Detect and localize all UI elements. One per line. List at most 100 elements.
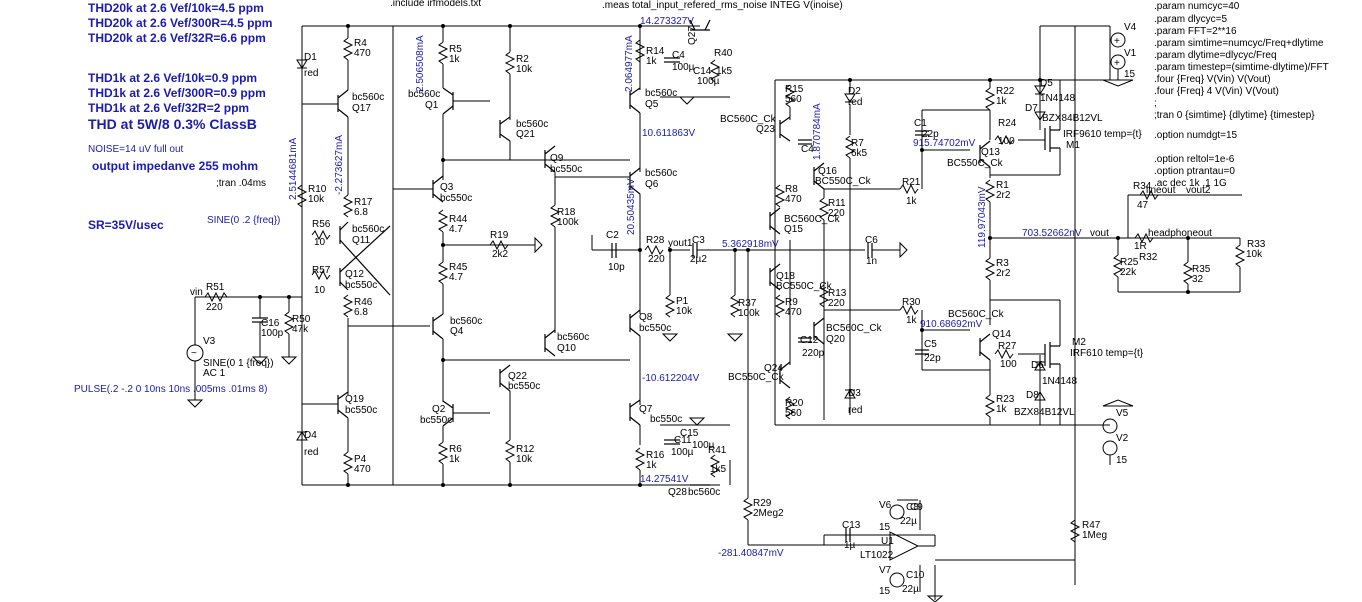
- svg-text:1n: 1n: [866, 256, 877, 267]
- svg-text:R16: R16: [646, 450, 665, 461]
- svg-text:R28: R28: [646, 235, 665, 246]
- svg-text:R4: R4: [354, 38, 367, 49]
- svg-text:R51: R51: [206, 282, 225, 293]
- svg-text:V6: V6: [879, 500, 892, 511]
- svg-text:1k: 1k: [906, 315, 918, 326]
- svg-text:C4: C4: [672, 50, 685, 61]
- svg-text:15: 15: [1116, 455, 1128, 466]
- directive-line: ;tran 0 {simtime} {dlytime} {timestep}: [1154, 110, 1315, 121]
- transistor-q18: [769, 263, 781, 291]
- svg-text:R18: R18: [557, 207, 576, 218]
- svg-text:100µ: 100µ: [692, 440, 715, 451]
- svg-text:bc560c: bc560c: [352, 92, 384, 103]
- svg-text:bc550c: bc550c: [345, 405, 377, 416]
- svg-text:10: 10: [314, 237, 326, 248]
- transistor-q27: [689, 19, 711, 31]
- svg-text:2r2: 2r2: [996, 190, 1011, 201]
- resistor-r16: [634, 447, 646, 471]
- meas-voltage-neg: -10.612204V: [642, 373, 700, 384]
- svg-text:R15: R15: [785, 84, 804, 95]
- svg-text:R37: R37: [738, 298, 757, 309]
- svg-text:Q17: Q17: [352, 103, 371, 114]
- svg-text:2k2: 2k2: [492, 249, 509, 260]
- directive-line: ;: [1154, 98, 1157, 109]
- svg-text:Q9: Q9: [550, 153, 564, 164]
- svg-text:R11: R11: [828, 198, 846, 209]
- resistor-r45: [437, 261, 449, 285]
- svg-text:32: 32: [1192, 274, 1204, 285]
- svg-text:10k: 10k: [516, 64, 533, 75]
- svg-text:C2: C2: [606, 230, 619, 241]
- directive-line: .param dlytime=dlycyc/Freq: [1154, 50, 1277, 61]
- svg-text:bc560c: bc560c: [352, 224, 384, 235]
- svg-text:R5: R5: [449, 44, 462, 55]
- svg-text:1k: 1k: [449, 54, 461, 65]
- svg-text:red: red: [848, 405, 862, 416]
- transistor-q15: [769, 207, 781, 235]
- resistor-r13: [818, 284, 830, 308]
- meas-current-3: 2.506508mA: [415, 35, 426, 92]
- svg-text:R47: R47: [1082, 520, 1101, 531]
- svg-text:47: 47: [1137, 200, 1149, 211]
- svg-text:Q16: Q16: [818, 166, 837, 177]
- resistor-r51: [204, 291, 228, 303]
- svg-text:1k: 1k: [646, 56, 658, 67]
- svg-text:D1: D1: [304, 52, 317, 63]
- tran-comment: ;tran .04ms: [216, 178, 266, 189]
- svg-text:R23: R23: [996, 394, 1015, 405]
- transistor-q7: [629, 399, 641, 426]
- svg-text:100k: 100k: [557, 217, 580, 228]
- svg-text:P4: P4: [354, 454, 367, 465]
- svg-text:2r2: 2r2: [996, 268, 1011, 279]
- svg-text:1k: 1k: [906, 196, 918, 207]
- resistor-p4: [342, 451, 354, 475]
- svg-text:R19: R19: [490, 230, 509, 241]
- svg-text:LT1022: LT1022: [860, 550, 894, 561]
- svg-text:47k: 47k: [292, 324, 309, 335]
- svg-text:Q5: Q5: [645, 99, 659, 110]
- svg-text:R34: R34: [1133, 181, 1152, 192]
- svg-text:BC560C_Ck: BC560C_Ck: [948, 309, 1005, 320]
- svg-text:R40: R40: [714, 48, 733, 59]
- svg-text:470: 470: [785, 194, 802, 205]
- resistor-r1: [984, 179, 996, 203]
- svg-text:bc560c: bc560c: [645, 88, 677, 99]
- driver-stage: R15 560 BC560C_Ck Q23 1.870784mA C4 D2 r…: [720, 80, 900, 420]
- svg-text:4.7: 4.7: [449, 272, 463, 283]
- svg-text:Q7: Q7: [639, 404, 653, 415]
- svg-text:4.7: 4.7: [449, 224, 463, 235]
- svg-text:+: +: [1114, 58, 1120, 69]
- led-d3: [844, 389, 856, 399]
- directive-line: .option numdgt=15: [1154, 130, 1238, 141]
- supplies: + V4 + V1 15 V5 V2 15: [1070, 22, 1137, 466]
- svg-text:C3: C3: [692, 235, 705, 246]
- svg-text:BC550C_Ck: BC550C_Ck: [947, 158, 1004, 169]
- v4-source-symbol: [1110, 32, 1126, 48]
- svg-text:10k: 10k: [308, 194, 325, 205]
- resistor-r28: [644, 244, 664, 256]
- resistor-r37: [729, 294, 741, 318]
- ground-icon: [186, 399, 204, 408]
- svg-text:IRF9610 temp={t}: IRF9610 temp={t}: [1063, 129, 1142, 140]
- svg-text:~: ~: [191, 348, 197, 359]
- svg-text:100µ: 100µ: [671, 447, 694, 458]
- transistor-q23: [779, 116, 791, 142]
- ground-icon: [280, 356, 298, 365]
- svg-text:R8: R8: [785, 184, 798, 195]
- resistor-p1: [664, 294, 676, 318]
- meas-current-1: -2.273627mA: [334, 135, 345, 195]
- svg-text:U1: U1: [881, 536, 894, 547]
- svg-text:2Meg2: 2Meg2: [753, 508, 784, 519]
- svg-text:2µ2: 2µ2: [690, 254, 707, 265]
- resistor-r33: [1234, 244, 1246, 268]
- resistor-r24: [994, 134, 1014, 146]
- svg-text:R41: R41: [708, 445, 727, 456]
- svg-text:red: red: [304, 447, 318, 458]
- svg-text:R9: R9: [785, 297, 798, 308]
- svg-text:22µ: 22µ: [900, 516, 917, 527]
- svg-text:R6: R6: [449, 444, 462, 455]
- svg-text:bc560c: bc560c: [408, 89, 440, 100]
- output-loads: R25 22k 1R R32 headphoneout R35 32 R33 1…: [935, 181, 1266, 561]
- svg-text:15: 15: [1124, 69, 1136, 80]
- svg-text:10k: 10k: [1246, 249, 1263, 260]
